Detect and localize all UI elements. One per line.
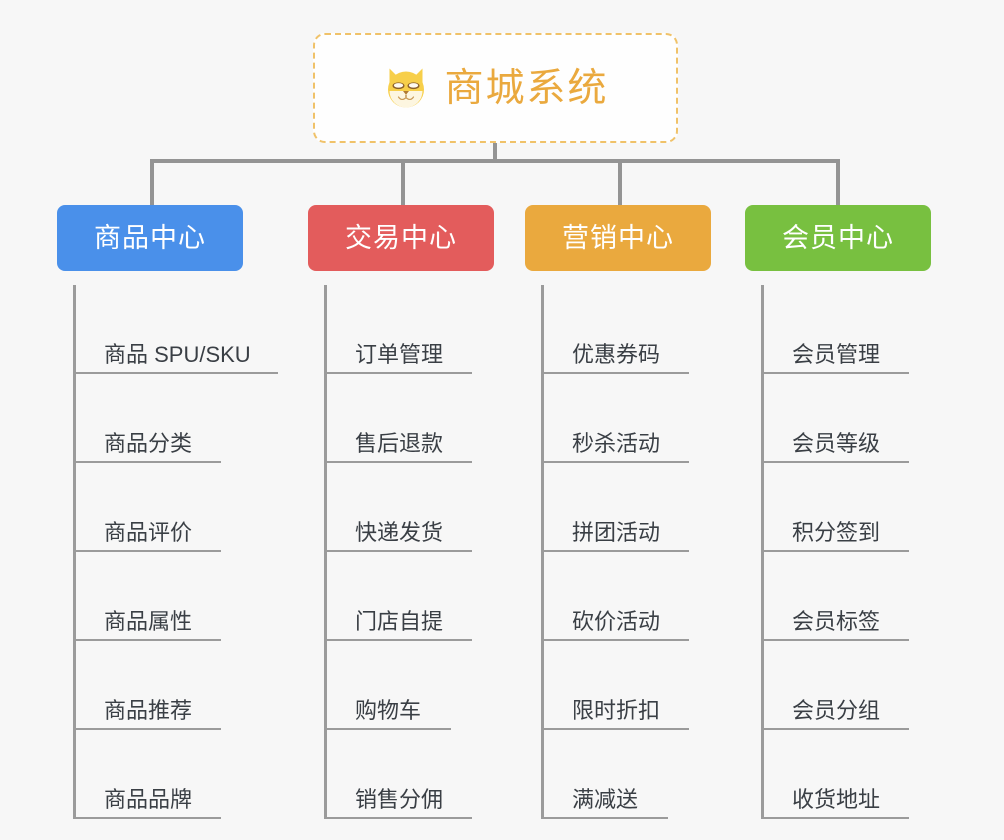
list-item-rule (324, 550, 472, 552)
connector-drop-1 (150, 159, 154, 205)
category-label: 交易中心 (345, 222, 457, 253)
category-header-trade[interactable]: 交易中心 (308, 205, 494, 271)
list-item-rule (73, 639, 221, 641)
list-item-rule (761, 461, 909, 463)
list-item-rule (73, 550, 221, 552)
subitem-list-trade: 订单管理 售后退款 快递发货 门店自提 购物车 销售分佣 (324, 285, 494, 819)
list-item-rule (541, 639, 689, 641)
branch-column-product: 商品中心 商品 SPU/SKU 商品分类 商品评价 商品属性 商品推荐 (57, 205, 278, 819)
list-item-label: 售后退款 (355, 431, 444, 456)
list-item-rule (541, 550, 689, 552)
list-item[interactable]: 优惠券码 (541, 285, 711, 374)
list-item[interactable]: 商品品牌 (73, 730, 251, 819)
list-item-rule (73, 461, 221, 463)
root-node-title: 商城系统 (444, 66, 609, 110)
list-item-rule (324, 728, 451, 730)
branch-column-member: 会员中心 会员管理 会员等级 积分签到 会员标签 会员分组 (745, 205, 931, 819)
list-item[interactable]: 积分签到 (761, 463, 931, 552)
list-item-label: 砍价活动 (572, 609, 661, 634)
list-item-label: 商品推荐 (104, 698, 193, 723)
category-header-member[interactable]: 会员中心 (745, 205, 931, 271)
category-label: 商品中心 (94, 222, 206, 253)
list-item-label: 限时折扣 (572, 698, 661, 723)
list-item-label: 会员等级 (792, 431, 881, 456)
list-item-rule (541, 728, 689, 730)
list-item-label: 快递发货 (355, 520, 444, 545)
list-item-label: 优惠券码 (572, 342, 661, 367)
list-item[interactable]: 订单管理 (324, 285, 494, 374)
category-header-product[interactable]: 商品中心 (57, 205, 243, 271)
list-item-rule (73, 728, 221, 730)
list-item-label: 满减送 (572, 787, 639, 812)
list-item[interactable]: 收货地址 (761, 730, 931, 819)
list-item-rule (324, 817, 472, 819)
list-item-label: 商品评价 (104, 520, 193, 545)
list-item[interactable]: 会员管理 (761, 285, 931, 374)
category-label: 营销中心 (562, 222, 674, 253)
list-item-rule (541, 372, 689, 374)
list-item-rule (73, 372, 278, 374)
list-item-rule (73, 817, 221, 819)
list-item-rule (324, 372, 472, 374)
list-item[interactable]: 快递发货 (324, 463, 494, 552)
list-item[interactable]: 门店自提 (324, 552, 494, 641)
list-item-label: 会员标签 (792, 609, 881, 634)
list-item-rule (541, 461, 689, 463)
list-item-rule (761, 550, 909, 552)
shiba-dog-face-icon (388, 68, 425, 111)
list-item[interactable]: 购物车 (324, 641, 494, 730)
branch-column-trade: 交易中心 订单管理 售后退款 快递发货 门店自提 购物车 (308, 205, 494, 819)
list-item-label: 会员分组 (792, 698, 881, 723)
root-node-card[interactable]: 商城系统 (313, 33, 678, 143)
list-item-rule (761, 728, 909, 730)
list-item-rule (761, 639, 909, 641)
list-item[interactable]: 商品推荐 (73, 641, 251, 730)
list-item[interactable]: 秒杀活动 (541, 374, 711, 463)
list-item-label: 商品属性 (104, 609, 193, 634)
list-item-label: 拼团活动 (572, 520, 661, 545)
list-item[interactable]: 销售分佣 (324, 730, 494, 819)
list-item-label: 商品 SPU/SKU (104, 342, 251, 367)
connector-drop-4 (836, 159, 840, 205)
list-item-rule (761, 372, 909, 374)
list-item[interactable]: 拼团活动 (541, 463, 711, 552)
list-item-label: 商品分类 (104, 431, 193, 456)
list-item-rule (324, 461, 472, 463)
list-item[interactable]: 商品分类 (73, 374, 251, 463)
list-item-label: 会员管理 (792, 342, 881, 367)
list-item-rule (324, 639, 472, 641)
list-item-label: 收货地址 (792, 787, 881, 812)
connector-drop-3 (618, 159, 622, 205)
list-item[interactable]: 售后退款 (324, 374, 494, 463)
list-item-label: 订单管理 (355, 342, 444, 367)
subitem-list-product: 商品 SPU/SKU 商品分类 商品评价 商品属性 商品推荐 商品品牌 (73, 285, 278, 819)
list-item-rule (761, 817, 909, 819)
subitem-list-marketing: 优惠券码 秒杀活动 拼团活动 砍价活动 限时折扣 满减送 (541, 285, 711, 819)
list-item[interactable]: 会员等级 (761, 374, 931, 463)
list-item-label: 秒杀活动 (572, 431, 661, 456)
list-item[interactable]: 限时折扣 (541, 641, 711, 730)
list-item-rule (541, 817, 668, 819)
connector-stem (493, 143, 497, 162)
category-header-marketing[interactable]: 营销中心 (525, 205, 711, 271)
connector-bus (150, 159, 840, 163)
list-item-label: 积分签到 (792, 520, 881, 545)
list-item[interactable]: 商品评价 (73, 463, 251, 552)
list-item-label: 购物车 (355, 698, 422, 723)
connector-drop-2 (401, 159, 405, 205)
list-item[interactable]: 商品 SPU/SKU (73, 285, 278, 374)
list-item-label: 销售分佣 (355, 787, 444, 812)
list-item[interactable]: 会员标签 (761, 552, 931, 641)
list-item[interactable]: 满减送 (541, 730, 711, 819)
subitem-list-member: 会员管理 会员等级 积分签到 会员标签 会员分组 收货地址 (761, 285, 931, 819)
category-label: 会员中心 (782, 222, 894, 253)
list-item[interactable]: 砍价活动 (541, 552, 711, 641)
list-item[interactable]: 会员分组 (761, 641, 931, 730)
branch-column-marketing: 营销中心 优惠券码 秒杀活动 拼团活动 砍价活动 限时折扣 (525, 205, 711, 819)
list-item-label: 门店自提 (355, 609, 444, 634)
list-item-label: 商品品牌 (104, 787, 193, 812)
list-item[interactable]: 商品属性 (73, 552, 251, 641)
